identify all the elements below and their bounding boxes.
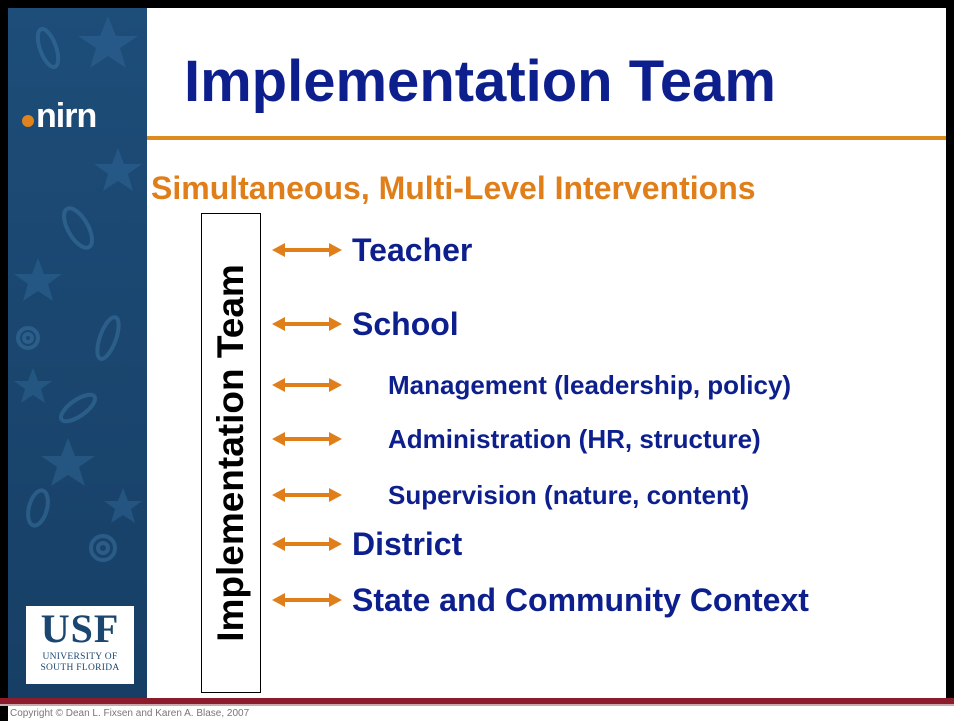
double-headed-arrow-icon (272, 317, 342, 331)
implementation-team-label: Implementation Team (210, 264, 251, 642)
nirn-logo-dot (22, 115, 34, 127)
usf-logo-line1: UNIVERSITY OF (42, 652, 118, 662)
level-item-label: Supervision (nature, content) (388, 479, 750, 510)
slide-subtitle: Simultaneous, Multi-Level Interventions (151, 170, 756, 206)
swirl-icon (16, 326, 40, 350)
swirl-icon (89, 534, 117, 562)
implementation-team-box: Implementation Team (201, 213, 261, 693)
swirl-icon (62, 206, 94, 250)
swirl-icon (95, 315, 121, 361)
title-underline (147, 136, 946, 140)
swirl-icon (35, 27, 61, 69)
level-item-label: Teacher (352, 231, 473, 268)
level-item: School (272, 304, 459, 344)
sidebar-decoration (14, 16, 142, 562)
bottom-rule (0, 698, 954, 704)
star-icon (14, 368, 52, 403)
double-headed-arrow-icon (272, 432, 342, 446)
star-icon (41, 438, 95, 486)
double-headed-arrow-icon (272, 378, 342, 392)
level-item: Administration (HR, structure) (272, 419, 761, 459)
usf-logo-text: USF (40, 606, 120, 651)
swirl-icon (26, 488, 50, 528)
copyright-footer: Copyright © Dean L. Fixsen and Karen A. … (10, 708, 250, 719)
bottom-rule-shadow (0, 704, 954, 706)
double-headed-arrow-icon (272, 593, 342, 607)
double-headed-arrow-icon (272, 243, 342, 257)
level-item-label: School (352, 305, 459, 342)
double-headed-arrow-icon (272, 488, 342, 502)
nirn-logo: nirn (22, 96, 97, 136)
star-icon (104, 488, 142, 523)
usf-logo: USF UNIVERSITY OF SOUTH FLORIDA (26, 606, 134, 684)
level-item-label: State and Community Context (352, 581, 809, 618)
frame-left (0, 0, 8, 721)
star-icon (78, 16, 138, 68)
level-item-label: Management (leadership, policy) (388, 369, 792, 400)
level-item: State and Community Context (272, 580, 809, 620)
level-item: District (272, 524, 462, 564)
swirl-icon (96, 541, 110, 555)
swirl-icon (22, 332, 34, 344)
frame-top (0, 0, 954, 8)
star-icon (94, 148, 142, 191)
level-item: Teacher (272, 230, 472, 270)
usf-logo-line2: SOUTH FLORIDA (40, 663, 120, 673)
double-headed-arrow-icon (272, 537, 342, 551)
level-item-label: District (352, 525, 463, 562)
swirl-icon (58, 392, 98, 424)
level-item: Supervision (nature, content) (272, 475, 749, 515)
sidebar: nirn USF UNIVERSITY OF SOUTH FLORIDA (8, 8, 147, 698)
star-icon (14, 258, 62, 301)
level-item: Management (leadership, policy) (272, 365, 791, 405)
slide-title: Implementation Team (184, 49, 776, 114)
frame-right (946, 0, 954, 700)
nirn-logo-text: nirn (36, 97, 97, 135)
level-item-label: Administration (HR, structure) (388, 423, 761, 454)
